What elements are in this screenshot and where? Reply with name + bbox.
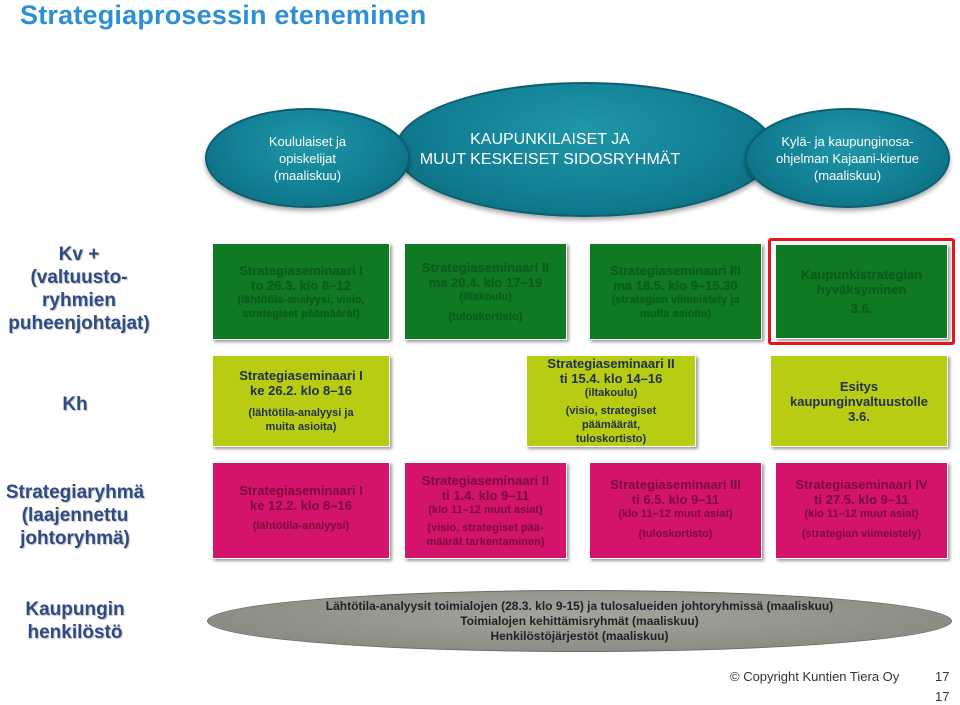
sr-seminar-4-sub: (klo 11–12 muut asiat) <box>804 508 919 520</box>
kh-presentation-title-2: kaupunginvaltuustolle <box>790 393 928 409</box>
kv-seminar-1-desc-1: (lähtötila-analyysi, visio, <box>237 293 365 306</box>
sr-seminar-3-date: ti 6.5. klo 9–11 <box>631 492 720 507</box>
sr-seminar-4-title: Strategiaseminaari IV <box>795 477 928 492</box>
sr-seminar-1-desc: (lähtötila-analyysi) <box>252 520 350 532</box>
page-number-secondary: 17 <box>935 689 950 704</box>
stakeholders-right-line-3: (maaliskuu) <box>813 167 882 183</box>
kv-seminar-1-box: Strategiaseminaari I to 26.3. klo 8–12 (… <box>212 243 390 340</box>
kh-seminar-1-box: Strategiaseminaari I ke 26.2. klo 8–16 (… <box>212 355 390 447</box>
kh-seminar-1-desc-2: muita asioita) <box>265 421 337 433</box>
kh-presentation-title-1: Esitys <box>839 378 879 394</box>
sr-seminar-3-sub: (klo 11–12 muut asiat) <box>618 508 733 520</box>
stakeholders-center-line-2: MUUT KESKEISET SIDOSRYHMÄT <box>419 150 681 168</box>
kh-seminar-2-box: Strategiaseminaari II ti 15.4. klo 14–16… <box>526 355 696 447</box>
kv-seminar-3-title: Strategiaseminaari III <box>610 262 741 278</box>
row-label-sr-line-1: Strategiaryhmä <box>5 482 145 503</box>
approval-highlight-frame <box>768 238 955 345</box>
kh-seminar-2-sub: (iltakoulu) <box>584 387 638 399</box>
sr-seminar-1-title: Strategiaseminaari I <box>239 483 363 498</box>
kh-seminar-1-title: Strategiaseminaari I <box>239 368 363 383</box>
kv-approval-title-1: Kaupunkistrategian <box>800 267 923 282</box>
kh-seminar-1-date: ke 26.2. klo 8–16 <box>250 383 352 398</box>
kv-seminar-2-desc: (tuloskortisto) <box>448 310 523 323</box>
sr-seminar-2-title: Strategiaseminaari II <box>421 472 550 488</box>
stakeholders-ellipse-center: KAUPUNKILAISET JA MUUT KESKEISET SIDOSRY… <box>395 82 775 217</box>
stakeholders-left-line-2: opiskelijat <box>278 150 337 166</box>
stakeholders-right-line-2: ohjelman Kajaani-kiertue <box>775 150 920 166</box>
row-label-kv-line-1: Kv + <box>58 244 100 265</box>
kh-seminar-2-date: ti 15.4. klo 14–16 <box>559 371 663 386</box>
kv-approval-box: Kaupunkistrategian hyväksyminen 3.6. <box>775 244 948 339</box>
kv-seminar-1-date: to 26.3. klo 8–12 <box>251 277 351 293</box>
sr-seminar-2-sub: (klo 11–12 muut asiat) <box>428 503 543 516</box>
sr-seminar-4-date: ti 27.5. klo 9–11 <box>814 492 909 507</box>
kh-seminar-1-desc-1: (lähtötila-analyysi ja <box>248 407 354 419</box>
row-label-strategiaryhma: Strategiaryhmä (laajennettu johtoryhmä) <box>0 481 150 550</box>
staff-line-1: Lähtötila-analyysit toimialojen (28.3. k… <box>325 598 834 613</box>
kv-seminar-2-date: ma 20.4. klo 17–19 <box>428 274 543 290</box>
row-label-kv-line-4: puheenjohtajat) <box>8 313 150 334</box>
row-label-kv: Kv + (valtuusto- ryhmien puheenjohtajat) <box>0 243 158 335</box>
sr-seminar-1-date: ke 12.2. klo 8–16 <box>250 498 352 513</box>
sr-seminar-2-date: ti 1.4. klo 9–11 <box>441 487 530 503</box>
kv-seminar-1-desc-2: strategiset päämäärät) <box>242 307 360 320</box>
kv-seminar-2-sub: (iltakoulu) <box>459 290 512 303</box>
staff-ellipse: Lähtötila-analyysit toimialojen (28.3. k… <box>207 590 952 652</box>
kv-seminar-2-box: Strategiaseminaari II ma 20.4. klo 17–19… <box>404 243 567 340</box>
staff-line-2: Toimialojen kehittämisryhmät (maaliskuu) <box>460 613 699 628</box>
row-label-kv-line-3: ryhmien <box>42 290 116 311</box>
sr-seminar-4-box: Strategiaseminaari IV ti 27.5. klo 9–11 … <box>775 462 948 559</box>
row-label-kv-line-2: (valtuusto- <box>30 267 128 288</box>
kv-seminar-3-box: Strategiaseminaari III ma 18.5. klo 9–15… <box>589 243 762 340</box>
page-number: 17 <box>935 669 950 684</box>
kv-approval-title-2: hyväksyminen <box>816 282 907 297</box>
stakeholders-right-line-1: Kylä- ja kaupunginosa- <box>781 133 914 149</box>
sr-seminar-2-desc-1: (visio, strategiset pää- <box>427 521 544 534</box>
row-label-sr-line-3: johtoryhmä) <box>20 528 130 549</box>
kv-seminar-3-desc-1: (strategian viimeistely ja <box>611 293 740 306</box>
kv-seminar-3-date: ma 18.5. klo 9–15.30 <box>613 277 738 293</box>
row-label-henkilosto: Kaupungin henkilöstö <box>0 598 150 644</box>
row-label-kh: Kh <box>0 393 150 416</box>
sr-seminar-1-box: Strategiaseminaari I ke 12.2. klo 8–16 (… <box>212 462 390 559</box>
copyright-text: © Copyright Kuntien Tiera Oy <box>730 669 900 684</box>
page-title: Strategiaprosessin eteneminen <box>20 0 427 30</box>
stakeholders-ellipse-village-tour: Kylä- ja kaupunginosa- ohjelman Kajaani-… <box>745 108 950 208</box>
kh-seminar-2-title: Strategiaseminaari II <box>547 356 675 371</box>
sr-seminar-2-box: Strategiaseminaari II ti 1.4. klo 9–11 (… <box>404 462 567 559</box>
stakeholders-ellipse-students: Koululaiset ja opiskelijat (maaliskuu) <box>205 108 410 208</box>
kh-seminar-2-desc-3: tuloskortisto) <box>575 433 647 445</box>
sr-seminar-3-title: Strategiaseminaari III <box>610 477 741 492</box>
kh-presentation-date: 3.6. <box>848 408 870 424</box>
stakeholders-left-line-3: (maaliskuu) <box>273 167 342 183</box>
staff-line-3: Henkilöstöjärjestöt (maaliskuu) <box>490 628 669 643</box>
stakeholders-center-line-1: KAUPUNKILAISET JA <box>470 130 630 148</box>
kv-seminar-1-title: Strategiaseminaari I <box>239 262 363 278</box>
kh-presentation-box: Esitys kaupunginvaltuustolle 3.6. <box>770 355 948 447</box>
kh-seminar-2-desc-2: päämäärät, <box>581 419 641 431</box>
sr-seminar-4-desc: (strategian viimeistely) <box>801 528 922 540</box>
row-label-staff-line-2: henkilöstö <box>27 622 123 643</box>
sr-seminar-2-desc-2: määrät tarkentaminen) <box>426 535 545 548</box>
row-label-kh-line-1: Kh <box>62 394 88 415</box>
kv-seminar-2-title: Strategiaseminaari II <box>421 259 550 275</box>
sr-seminar-3-box: Strategiaseminaari III ti 6.5. klo 9–11 … <box>589 462 762 559</box>
kh-seminar-2-desc-1: (visio, strategiset <box>565 405 657 417</box>
kv-seminar-3-desc-2: muita asioita) <box>640 307 711 320</box>
kv-approval-date: 3.6. <box>850 301 873 316</box>
stakeholders-left-line-1: Koululaiset ja <box>268 133 347 149</box>
row-label-staff-line-1: Kaupungin <box>25 599 125 620</box>
row-label-sr-line-2: (laajennettu <box>21 505 129 526</box>
sr-seminar-3-desc: (tuloskortisto) <box>638 528 713 540</box>
